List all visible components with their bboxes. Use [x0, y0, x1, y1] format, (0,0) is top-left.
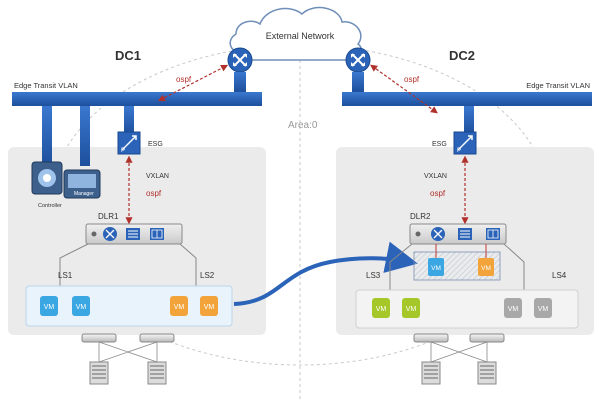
- dc1-transit-vlan-bar: [12, 92, 262, 106]
- ls2-label: LS2: [200, 271, 215, 280]
- svg-text:VM: VM: [481, 265, 491, 272]
- dc2-vlan-label: Edge Transit VLAN: [526, 81, 590, 90]
- dc2-physical-switches: [413, 333, 505, 385]
- dc1-ospf-top-link: [157, 64, 229, 102]
- router-icon-left: [227, 47, 253, 73]
- svg-text:VM: VM: [174, 304, 185, 311]
- dc1-vm-3: VM: [170, 296, 188, 316]
- svg-text:VM: VM: [538, 306, 549, 313]
- dc1-ospf-mid-label: ospf: [146, 189, 162, 198]
- dc2-ospf-mid-label: ospf: [430, 189, 446, 198]
- dc2-vm-3: VM: [504, 298, 522, 318]
- manager-label: Manager: [74, 191, 94, 197]
- svg-text:VM: VM: [204, 304, 215, 311]
- dc2-vm-2: VM: [402, 298, 420, 318]
- controller-label: Controller: [38, 203, 62, 209]
- router-icon-right: [345, 47, 371, 73]
- dc2-vm-4: VM: [534, 298, 552, 318]
- dc2-migrated-vm-1: VM: [428, 258, 444, 276]
- dc1-vm-2: VM: [72, 296, 90, 316]
- dc2-vxlan-label: VXLAN: [424, 173, 447, 180]
- dc2-vm-1: VM: [372, 298, 390, 318]
- dc1-esg-label: ESG: [148, 141, 163, 148]
- dc2-ospf-top-label: ospf: [404, 75, 420, 84]
- svg-text:VM: VM: [376, 306, 387, 313]
- dc1-ospf-top-label: ospf: [176, 75, 192, 84]
- dc2-migrated-vm-2: VM: [478, 258, 494, 276]
- controller-icon: [31, 161, 63, 195]
- vm-migration-arrow: [233, 241, 418, 306]
- ls4-label: LS4: [552, 271, 567, 280]
- svg-text:VM: VM: [431, 265, 441, 272]
- svg-text:VM: VM: [44, 304, 55, 311]
- dlr1-appliance: [85, 223, 183, 245]
- dlr1-label: DLR1: [98, 212, 119, 221]
- manager-icon: [63, 169, 101, 199]
- area-label: Area:0: [288, 120, 318, 131]
- svg-text:P: P: [121, 148, 125, 154]
- svg-text:VM: VM: [508, 306, 519, 313]
- dc1-vm-4: VM: [200, 296, 218, 316]
- dc1-title: DC1: [115, 48, 141, 63]
- svg-text:VM: VM: [76, 304, 87, 311]
- dc2-transit-vlan-bar: [342, 92, 592, 106]
- dc2-ospf-top-link: [370, 64, 438, 114]
- dc2-esg-icon: P: [453, 131, 477, 155]
- dc1-vlan-label: Edge Transit VLAN: [14, 81, 78, 90]
- svg-text:VM: VM: [406, 306, 417, 313]
- dc2-title: DC2: [449, 48, 475, 63]
- dc1-vm-1: VM: [40, 296, 58, 316]
- dc1-esg-icon: P: [117, 131, 141, 155]
- svg-text:P: P: [457, 148, 461, 154]
- dlr2-appliance: [409, 223, 507, 245]
- ls1-label: LS1: [58, 271, 73, 280]
- dc1-physical-switches: [81, 333, 175, 385]
- external-network-label: External Network: [266, 31, 335, 41]
- dc1-vxlan-label: VXLAN: [146, 173, 169, 180]
- dc2-esg-label: ESG: [432, 141, 447, 148]
- dlr2-label: DLR2: [410, 212, 431, 221]
- ls3-label: LS3: [366, 271, 381, 280]
